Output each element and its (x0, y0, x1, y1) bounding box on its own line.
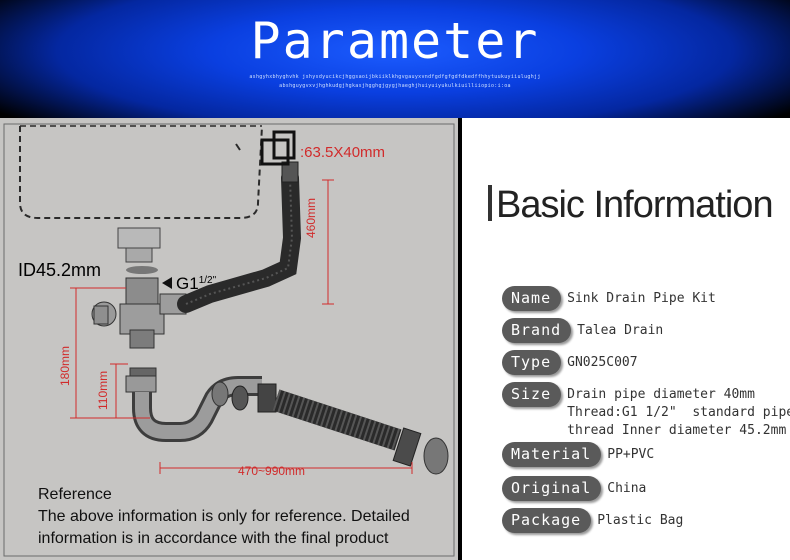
spec-value-size: Drain pipe diameter 40mm Thread:G1 1/2" … (567, 387, 790, 438)
page-title: Parameter (250, 12, 540, 70)
hose-end (392, 427, 422, 467)
overflow-plate-rear (272, 130, 296, 160)
drain-hose (272, 389, 402, 451)
reference-heading: Reference (38, 486, 112, 503)
valve-outlet (129, 329, 155, 349)
spec-row-material: Material PP+PVC (502, 442, 654, 467)
strainer-neck (125, 247, 153, 263)
spec-row-name: Name Sink Drain Pipe Kit (502, 286, 716, 311)
spec-label-name: Name (502, 286, 562, 311)
info-panel: Basic Information Name Sink Drain Pipe K… (462, 118, 790, 560)
dimension-470-990-label: 470~990mm (238, 464, 306, 478)
dimension-110-label: 110mm (96, 370, 110, 410)
side-cap-body (93, 305, 109, 325)
inner-diameter-label: ID45.2mm (18, 260, 102, 280)
thread-prefix: G1 (176, 274, 199, 293)
sink-mark (235, 143, 241, 151)
dimension-cutout-label: :63.5X40mm (300, 144, 386, 161)
decorative-text-line: ashgyhxbhyghvhk jshysdyucikcjhggsaoijbki… (249, 74, 541, 80)
spec-row-original: Original China (502, 476, 646, 501)
spec-row-type: Type GN025C007 (502, 350, 638, 375)
hose-connector (257, 383, 277, 413)
strainer-basket (117, 227, 161, 249)
info-title: Basic Information (488, 184, 774, 227)
spec-value-type: GN025C007 (567, 355, 638, 370)
spec-value-material: PP+PVC (607, 447, 655, 462)
overflow-hose-ribs (185, 177, 294, 305)
thread-fraction: 1/2" (198, 275, 217, 286)
loose-ring-1 (211, 381, 229, 407)
sink-drain-drawing (3, 123, 455, 557)
dimension-lines (70, 179, 413, 474)
spec-label-package: Package (502, 508, 592, 533)
thread-size-label: G11/2" (176, 274, 216, 294)
spec-row-brand: Brand Talea Drain (502, 318, 663, 343)
overflow-hose-end (281, 161, 299, 183)
spec-value-brand: Talea Drain (577, 323, 664, 338)
dimension-180-label: 180mm (58, 345, 72, 386)
loose-ring-2 (231, 385, 249, 411)
spec-value-package: Plastic Bag (597, 513, 684, 528)
header-glow (0, 0, 790, 118)
spec-row-size: Size Drain pipe diameter 40mm Thread:G1 … (502, 382, 790, 440)
valve-body-top (125, 277, 159, 307)
trap-collar (125, 375, 157, 393)
spec-label-material: Material (502, 442, 602, 467)
washer-1 (126, 266, 158, 274)
spec-row-package: Package Plastic Bag (502, 508, 683, 533)
title-accent-bar (488, 185, 492, 221)
frame-border (3, 123, 455, 557)
product-diagram: :63.5X40mm 460mm 180mm 110mm 470~990mm I… (0, 118, 458, 560)
info-title-text: Basic Information (496, 184, 774, 226)
reference-note: Reference The above information is only … (38, 484, 448, 550)
spec-value-name: Sink Drain Pipe Kit (567, 291, 716, 306)
end-ring (423, 437, 449, 475)
reference-text: The above information is only for refere… (38, 508, 410, 547)
dimension-460-label: 460mm (304, 197, 318, 238)
sink-basin-outline (19, 125, 263, 219)
spec-value-original: China (607, 481, 647, 496)
spec-label-size: Size (502, 382, 562, 407)
spec-label-brand: Brand (502, 318, 572, 343)
header-banner: Parameter ashgyhxbhyghvhk jshysdyucikcjh… (0, 0, 790, 118)
thread-arrow (162, 277, 172, 289)
spec-label-type: Type (502, 350, 562, 375)
drain-hose-ribs (272, 389, 402, 451)
spec-label-original: Original (502, 476, 602, 501)
decorative-text-line: abshguygvxvjhghkudgjhgkasjhgghgjgygjhaeg… (279, 83, 511, 89)
